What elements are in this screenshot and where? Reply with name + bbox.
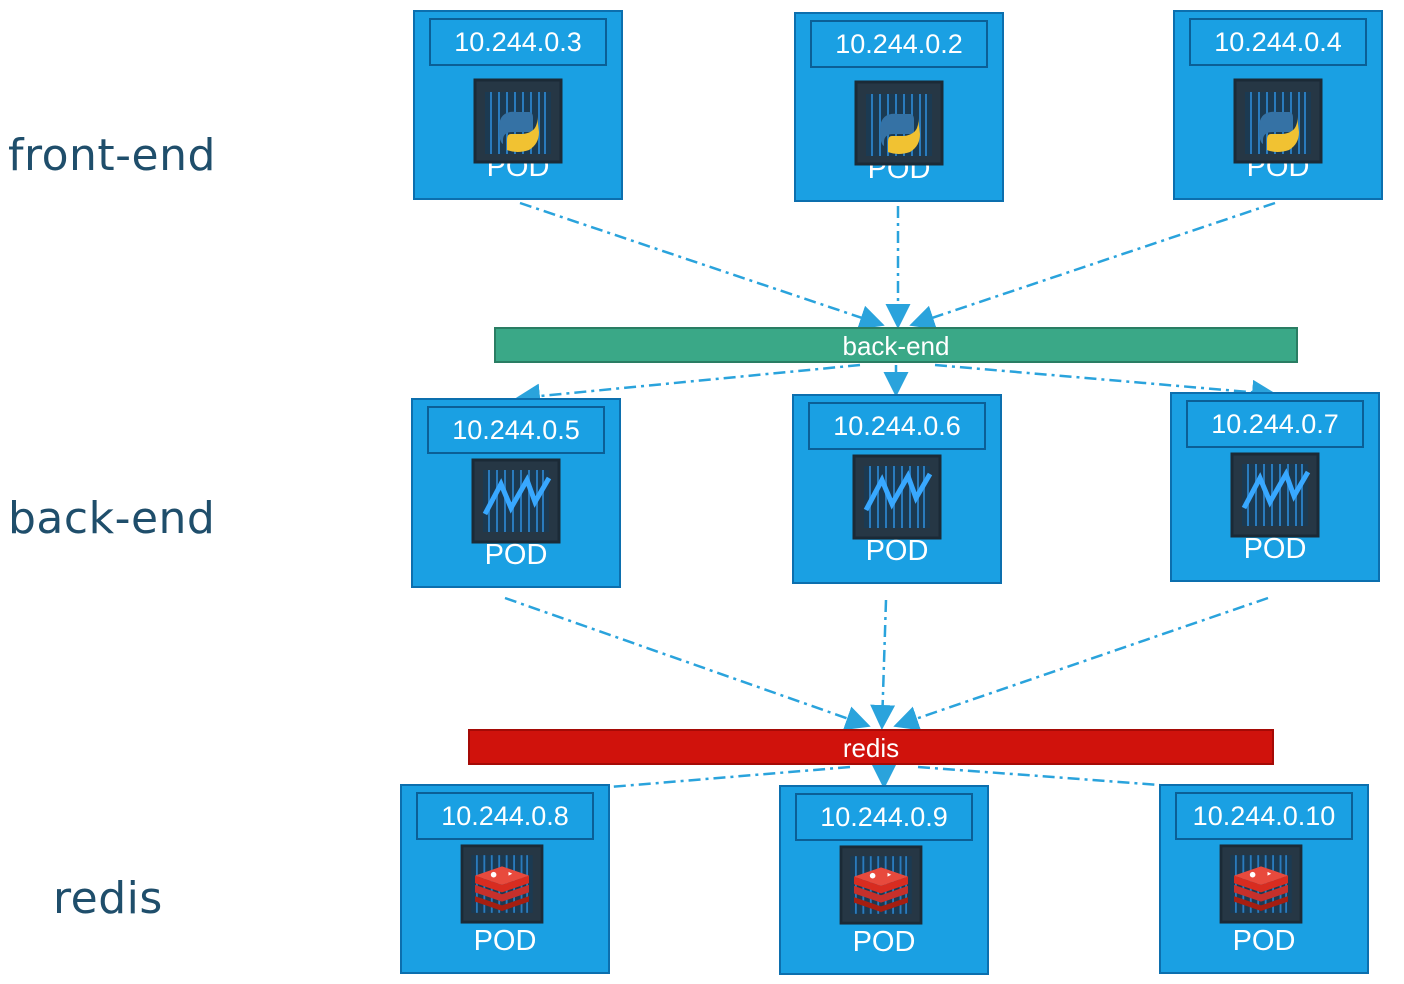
- pod-ip: 10.244.0.9: [795, 793, 973, 841]
- wave-icon: [471, 458, 561, 544]
- python-icon: [473, 78, 563, 164]
- wave-icon: [852, 454, 942, 540]
- python-icon: [1233, 78, 1323, 164]
- pod-ip: 10.244.0.3: [429, 18, 607, 66]
- service-bar-redis: redis: [468, 729, 1274, 765]
- pod-label: POD: [473, 925, 537, 957]
- connector-line: [917, 765, 1161, 787]
- pod-ip: 10.244.0.5: [427, 406, 605, 454]
- connector-line: [609, 765, 851, 789]
- tier-label-back-end: back-end: [8, 493, 216, 544]
- pod-label: POD: [1243, 533, 1307, 565]
- redis-icon: [1219, 844, 1303, 924]
- pod-label: POD: [1232, 925, 1296, 957]
- pod-ip: 10.244.0.8: [416, 792, 594, 840]
- pod-back-end-1: 10.244.0.5 POD: [411, 398, 621, 588]
- pod-redis-3: 10.244.0.10 POD: [1159, 784, 1369, 974]
- connector-line: [909, 201, 1276, 330]
- pod-redis-2: 10.244.0.9 POD: [779, 785, 989, 975]
- tier-label-front-end: front-end: [8, 130, 216, 181]
- wave-icon: [1230, 452, 1320, 538]
- connector-line: [934, 363, 1277, 405]
- python-icon: [854, 80, 944, 166]
- pod-label: POD: [484, 539, 548, 571]
- connector-line: [504, 596, 871, 731]
- pod-ip: 10.244.0.7: [1186, 400, 1364, 448]
- pod-back-end-2: 10.244.0.6 POD: [792, 394, 1002, 584]
- pod-front-end-2: 10.244.0.2 POD: [794, 12, 1004, 202]
- connector-line: [515, 363, 861, 409]
- pod-front-end-1: 10.244.0.3 POD: [413, 10, 623, 200]
- redis-icon: [460, 844, 544, 924]
- connector-line: [519, 201, 885, 330]
- connector-line: [870, 599, 896, 730]
- connector-line: [893, 596, 1269, 731]
- pod-ip: 10.244.0.10: [1175, 792, 1353, 840]
- pod-front-end-3: 10.244.0.4 POD: [1173, 10, 1383, 200]
- pod-label: POD: [852, 926, 916, 958]
- pod-label: POD: [865, 535, 929, 567]
- pod-back-end-3: 10.244.0.7 POD: [1170, 392, 1380, 582]
- redis-icon: [839, 845, 923, 925]
- pod-ip: 10.244.0.6: [808, 402, 986, 450]
- pod-ip: 10.244.0.4: [1189, 18, 1367, 66]
- service-bar-back-end: back-end: [494, 327, 1298, 363]
- pod-ip: 10.244.0.2: [810, 20, 988, 68]
- pod-redis-1: 10.244.0.8 POD: [400, 784, 610, 974]
- tier-label-redis: redis: [53, 873, 163, 924]
